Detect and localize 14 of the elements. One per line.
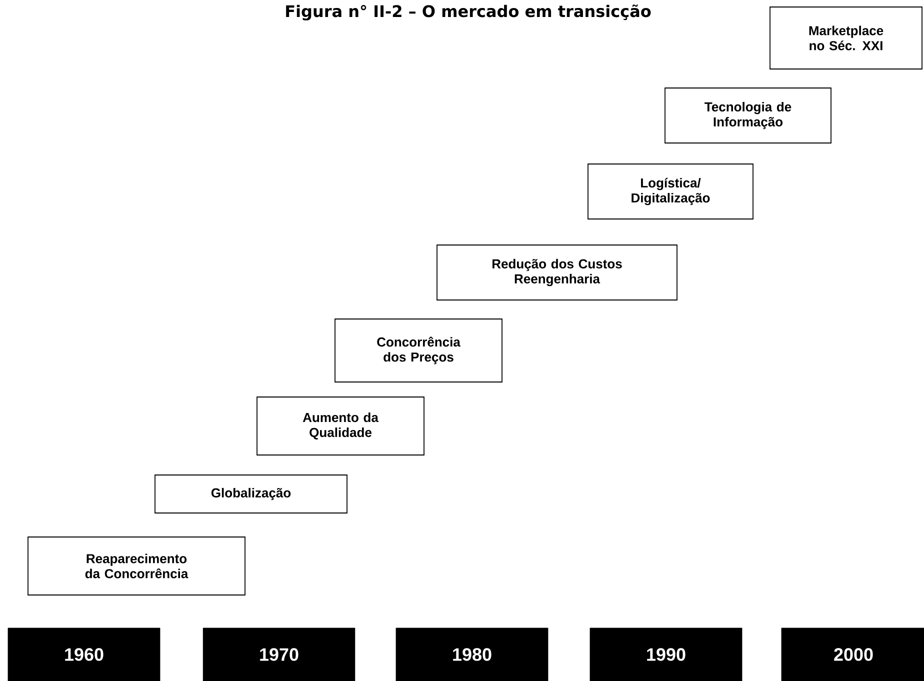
milestone-box: Aumento da Qualidade (256, 396, 424, 456)
milestone-box: Tecnologia de Informação (664, 88, 832, 144)
milestone-box: Redução dos Custos Reengenharia (436, 244, 678, 300)
decade-label: 1980 (396, 628, 548, 681)
decade-label: 1990 (590, 628, 742, 681)
figure-title: Figura n° II-2 – O mercado em transicção (286, 4, 651, 20)
milestone-box: Concorrência dos Preços (334, 318, 502, 382)
decade-label: 1970 (202, 628, 356, 681)
decade-label: 2000 (781, 628, 924, 681)
milestone-box: Logística/ Digitalização (588, 164, 754, 220)
milestone-box: Marketplace no Séc. XXI (770, 6, 922, 70)
milestone-box: Reaparecimento da Concorrência (28, 536, 246, 596)
milestone-box: Globalização (154, 474, 348, 514)
decade-label: 1960 (8, 628, 160, 681)
